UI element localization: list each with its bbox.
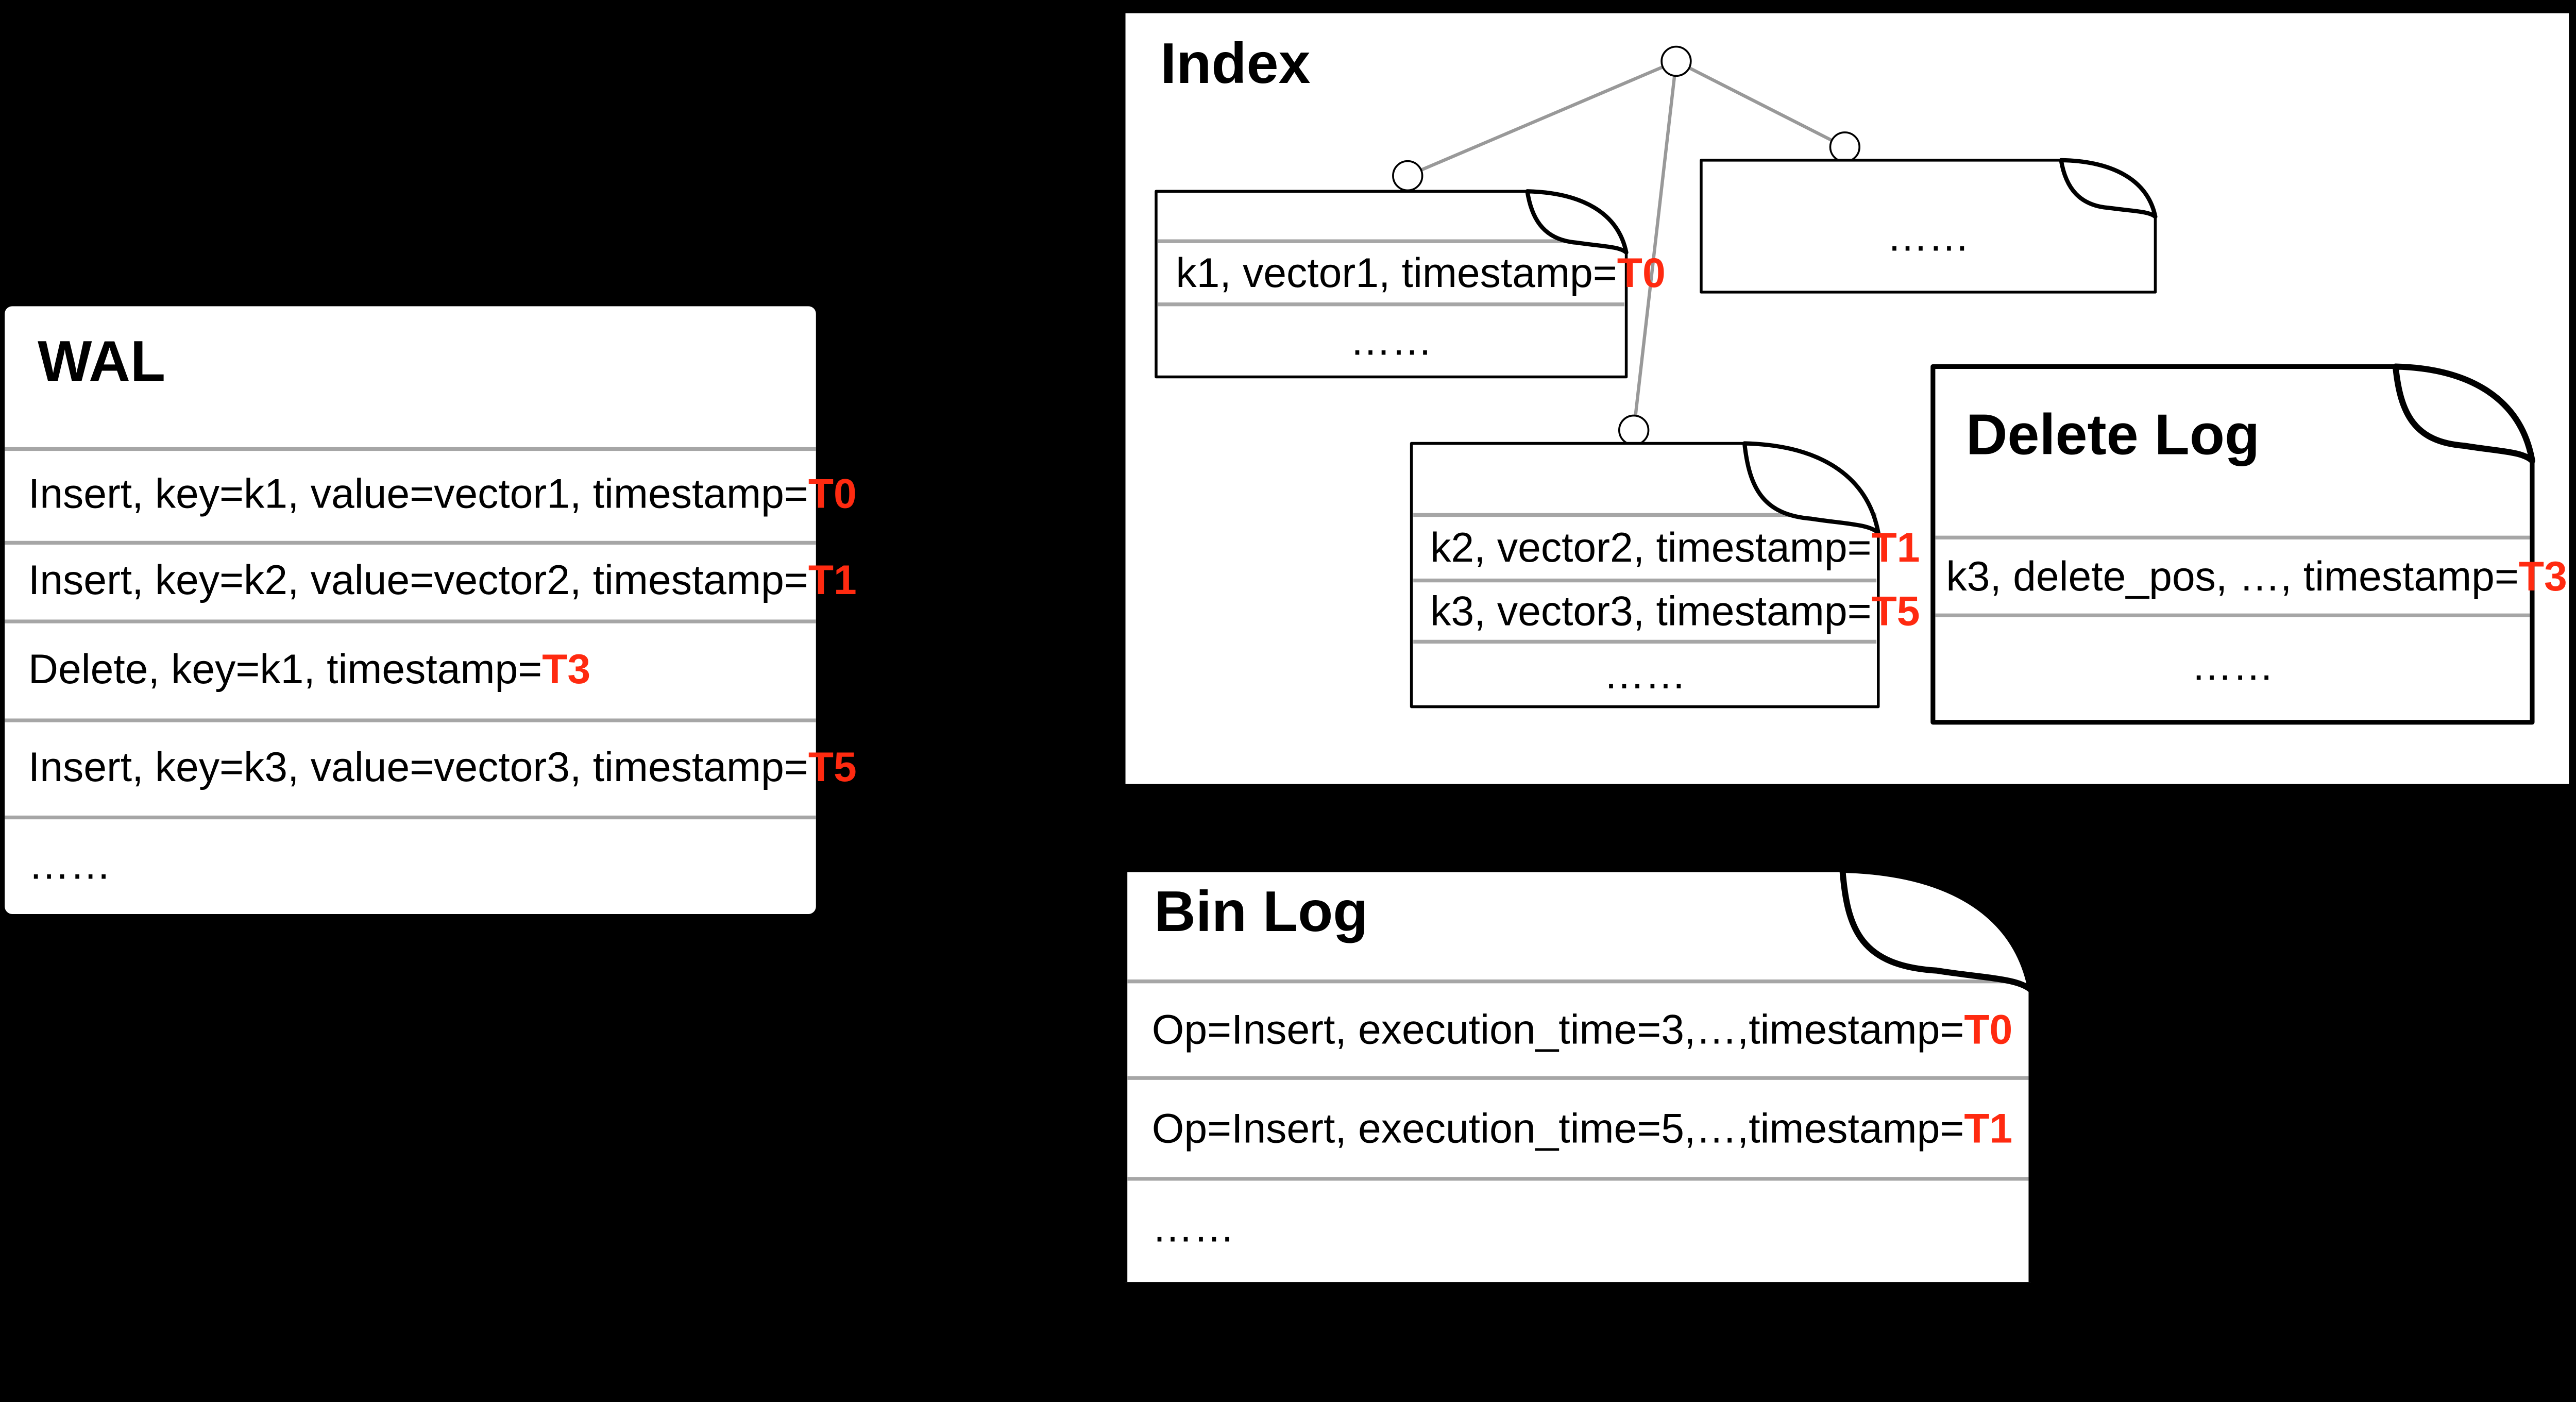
document-shape: [1123, 867, 2034, 1282]
row-text: k2, vector2, timestamp=: [1430, 523, 1872, 571]
doc-row: Op=Insert, execution_time=5,…,timestamp=…: [1152, 1103, 2013, 1155]
row-text: Op=Insert, execution_time=3,…,timestamp=: [1151, 1006, 1964, 1053]
timestamp-value: T3: [542, 645, 591, 692]
row-text: ……: [1603, 650, 1687, 698]
bin-log-doc: Bin Log Op=Insert, execution_time=3,…,ti…: [1123, 867, 2034, 1282]
row-text: Insert, key=k3, value=vector3, timestamp…: [28, 743, 808, 790]
timestamp-value: T5: [1871, 587, 1920, 634]
timestamp-value: T1: [1964, 1105, 2013, 1152]
wal-row: Delete, key=k1, timestamp=T3: [28, 643, 590, 695]
doc-row-ellipsis: ……: [1152, 1202, 1235, 1254]
row-text: Delete, key=k1, timestamp=: [28, 645, 543, 692]
diagram-canvas: WAL Insert, key=k1, value=vector1, times…: [5, 13, 2569, 1282]
timestamp-value: T1: [808, 556, 857, 603]
divider: [5, 619, 816, 623]
page-curl-icon: [1525, 189, 1629, 255]
row-text: Insert, key=k2, value=vector2, timestamp…: [28, 556, 808, 603]
timestamp-value: T1: [1871, 523, 1920, 571]
doc-row-ellipsis: ……: [1412, 648, 1878, 700]
row-text: ……: [28, 841, 111, 888]
doc-row: k3, delete_pos, …, timestamp=T3: [1946, 550, 2567, 602]
row-text: ……: [1887, 213, 1970, 260]
divider: [5, 718, 816, 722]
bin-log-title: Bin Log: [1154, 879, 1368, 943]
delete-log-doc: Delete Log k3, delete_pos, …, timestamp=…: [1930, 363, 2567, 725]
row-text: k1, vector1, timestamp=: [1176, 249, 1617, 296]
row-text: Op=Insert, execution_time=5,…,timestamp=: [1151, 1105, 1964, 1152]
divider: [5, 815, 816, 820]
row-text: Insert, key=k1, value=vector1, timestamp…: [28, 470, 808, 517]
document-shape: [1410, 441, 1880, 708]
doc-row: Op=Insert, execution_time=3,…,timestamp=…: [1152, 1004, 2013, 1056]
wal-panel: WAL Insert, key=k1, value=vector1, times…: [5, 306, 857, 914]
row-text: k3, vector3, timestamp=: [1430, 587, 1872, 634]
divider: [5, 447, 816, 451]
row-text: ……: [1151, 1204, 1235, 1251]
divider: [5, 540, 816, 545]
timestamp-value: T0: [1617, 249, 1666, 296]
page-curl-icon: [2392, 363, 2535, 464]
doc-row-ellipsis: ……: [1701, 211, 2155, 263]
page-curl-icon: [1839, 867, 2034, 993]
doc-row-ellipsis: ……: [1933, 640, 2532, 692]
index-title: Index: [1160, 31, 1311, 95]
document-shape: [1700, 158, 2158, 294]
index-leaf-middle: k2, vector2, timestamp=T1 k3, vector3, t…: [1410, 441, 1920, 708]
delete-log-title: Delete Log: [1965, 402, 2260, 467]
doc-row-ellipsis: ……: [1156, 315, 1626, 367]
timestamp-value: T3: [2518, 552, 2567, 600]
doc-row: k3, vector3, timestamp=T5: [1430, 585, 1920, 637]
index-leaf-left: k1, vector1, timestamp=T0 ……: [1155, 189, 1666, 379]
timestamp-value: T5: [808, 743, 857, 790]
doc-row: k1, vector1, timestamp=T0: [1176, 247, 1665, 299]
row-text: ……: [2191, 642, 2274, 689]
wal-row: Insert, key=k2, value=vector2, timestamp…: [28, 554, 857, 606]
document-shape: [1930, 363, 2535, 725]
doc-row: k2, vector2, timestamp=T1: [1430, 521, 1920, 573]
timestamp-value: T0: [1964, 1006, 2013, 1053]
row-text: ……: [1349, 317, 1433, 364]
wal-title: WAL: [38, 329, 166, 393]
timestamp-value: T0: [808, 470, 857, 517]
wal-row: Insert, key=k1, value=vector1, timestamp…: [28, 468, 857, 520]
document-shape: [1155, 189, 1629, 379]
index-leaf-right: ……: [1700, 158, 2158, 294]
page-curl-icon: [1742, 441, 1880, 535]
row-text: k3, delete_pos, …, timestamp=: [1946, 552, 2519, 600]
page-curl-icon: [2059, 158, 2158, 219]
wal-row: Insert, key=k3, value=vector3, timestamp…: [28, 741, 857, 793]
wal-row-ellipsis: ……: [28, 839, 111, 891]
